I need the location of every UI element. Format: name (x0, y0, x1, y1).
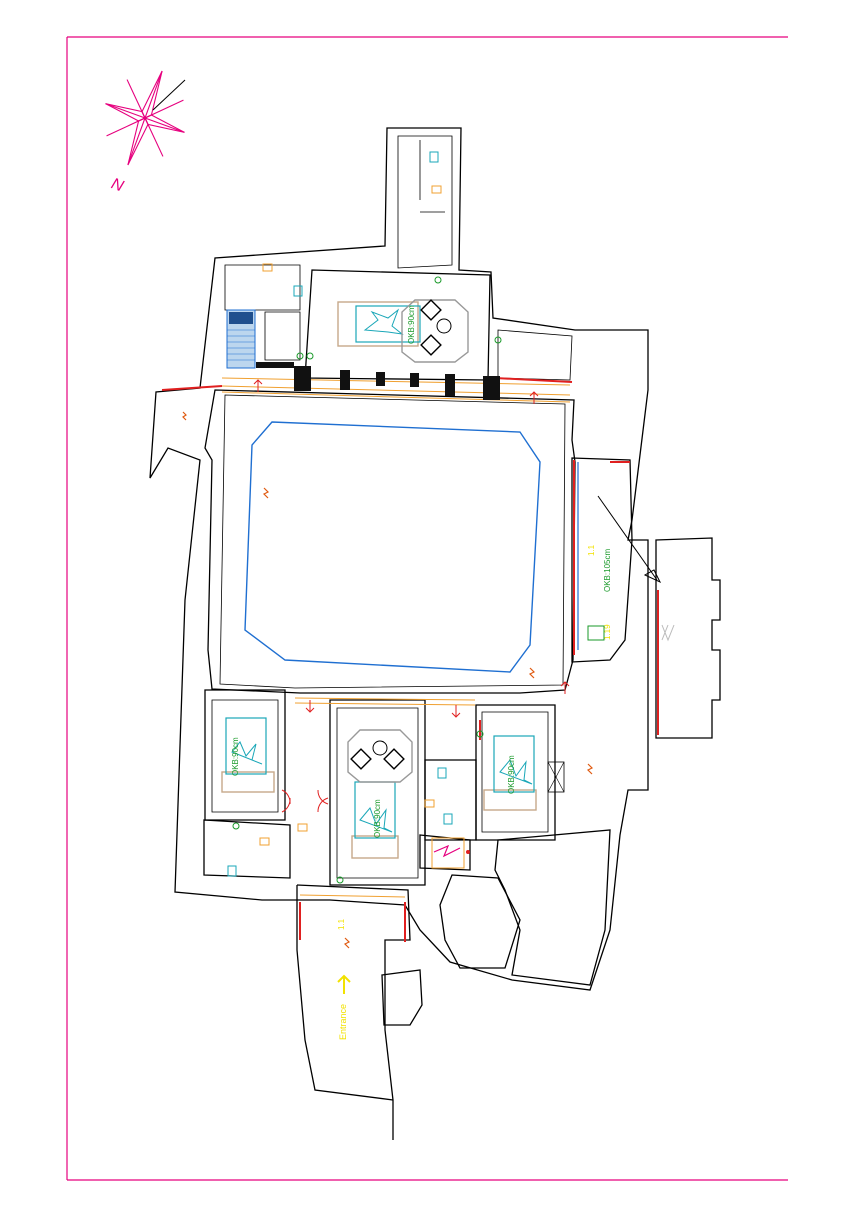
smoke-detector-icon (232, 276, 502, 884)
bed-north-label: OKB:90cm (407, 305, 416, 344)
bed-right-label: OKB:90cm (507, 755, 516, 794)
stair-block (226, 309, 256, 369)
east-room-code: 1.1 (587, 544, 596, 556)
fire-extinguisher-icon (182, 411, 594, 949)
east-room-number: 1.19 (603, 624, 612, 640)
emergency-light-icon (259, 185, 442, 846)
exit-arrow-icon (253, 379, 570, 718)
compass-label: N (109, 175, 126, 195)
entrance-arrow-icon (337, 974, 351, 994)
bed-left: OKB:90cm (221, 717, 275, 793)
corridor-lines (221, 377, 571, 898)
east-room: 1.1 OKB:105cm 1.19 (571, 457, 662, 663)
entrance-label: Entrance (338, 1004, 348, 1040)
stair-marker (431, 837, 470, 869)
bed-left-label: OKB:90cm (231, 737, 240, 776)
bed-center: OKB:90cm (347, 729, 413, 859)
door-swings (281, 789, 329, 813)
pool (244, 421, 541, 673)
east-room-label: OKB:105cm (603, 549, 612, 592)
south-rooms (203, 689, 611, 986)
pillars (256, 362, 500, 400)
bed-center-label: OKB:90cm (373, 799, 382, 838)
armchair-icon (350, 748, 405, 770)
entrance-passage (296, 884, 423, 1140)
round-table-icon (372, 740, 388, 756)
outlet-icon (227, 151, 453, 877)
entrance-code: 1.1 (337, 918, 346, 930)
armchair-icon (420, 299, 442, 356)
sheet-frame (66, 36, 788, 1181)
round-table-icon (436, 318, 452, 334)
compass-rose-icon: N (105, 70, 186, 195)
entrance-marker: 1.1 Entrance (337, 918, 351, 1040)
bed-north: OKB:90cm (337, 299, 469, 363)
bed-right: OKB:90cm (483, 735, 565, 811)
east-structure (655, 537, 721, 739)
armchair-icon (587, 625, 605, 641)
